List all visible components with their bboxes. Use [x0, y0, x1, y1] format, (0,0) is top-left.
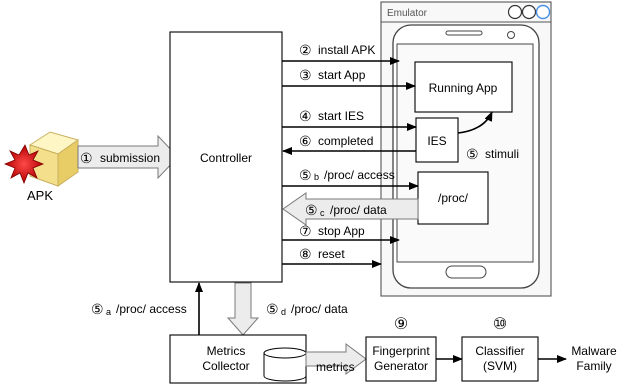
proc-access-a-label: /proc/ access — [116, 302, 187, 316]
apk-label: APK — [27, 188, 53, 203]
fingerprint-line1: Fingerprint — [372, 344, 430, 358]
running-app-box — [414, 61, 513, 113]
controller-label: Controller — [200, 151, 252, 165]
controller-box — [169, 31, 283, 283]
fingerprint-generator-box — [365, 336, 437, 382]
stop-app-number: ⑦ — [299, 223, 312, 239]
ies-box — [415, 117, 459, 163]
window-button-3[interactable] — [535, 4, 551, 20]
proc-access-b-number: ⑤ — [299, 167, 312, 183]
proc-access-a-number: ⑤ — [91, 301, 104, 317]
reset-label: reset — [318, 247, 345, 261]
phone-speaker — [445, 30, 483, 36]
start-ies-label: start IES — [318, 109, 364, 123]
proc-access-a-sub: a — [106, 307, 111, 317]
submission-arrow — [77, 134, 179, 180]
database-icon — [263, 347, 307, 382]
classifier-line2: (SVM) — [483, 359, 517, 373]
install-apk-number: ② — [299, 42, 312, 58]
emulator-title: Emulator — [387, 8, 428, 19]
fingerprint-number: ⑨ — [394, 316, 408, 333]
proc-data-c-number: ⑤ — [305, 202, 318, 218]
start-app-number: ③ — [299, 67, 312, 83]
completed-number: ⑥ — [299, 133, 312, 149]
metrics-arrow — [305, 343, 367, 375]
submission-number: ① — [80, 150, 93, 166]
proc-data-d-sub: d — [281, 307, 286, 317]
start-app-label: start App — [318, 68, 366, 82]
proc-access-b-sub: b — [314, 172, 319, 182]
completed-label: completed — [318, 134, 373, 148]
apk-icon — [3, 131, 80, 187]
phone-camera — [507, 31, 515, 39]
install-apk-label: install APK — [318, 43, 375, 57]
metrics-label: metrics — [316, 360, 355, 374]
window-button-1[interactable] — [507, 4, 523, 20]
metrics-collector-line1: Metrics — [207, 344, 246, 358]
ies-label: IES — [427, 134, 446, 148]
proc-box — [417, 171, 489, 225]
proc-access-b-label: /proc/ access — [324, 168, 395, 182]
stop-app-label: stop App — [318, 224, 365, 238]
proc-label: /proc/ — [438, 191, 469, 205]
stimuli-label: stimuli — [485, 147, 519, 161]
reset-number: ⑧ — [299, 246, 312, 262]
metrics-collector-line2: Collector — [202, 359, 249, 373]
malware-family-line1: Malware — [571, 344, 617, 358]
proc-data-c-sub: c — [320, 208, 325, 218]
classifier-box — [461, 336, 539, 382]
submission-label: submission — [100, 151, 160, 165]
phone-home-button[interactable] — [445, 265, 487, 279]
stimuli-arrow — [457, 111, 493, 134]
start-ies-number: ④ — [299, 108, 312, 124]
proc-data-c-label: /proc/ data — [330, 203, 387, 217]
classifier-line1: Classifier — [475, 344, 524, 358]
malware-family-line2: Family — [576, 359, 611, 373]
fingerprint-line2: Generator — [374, 359, 428, 373]
window-button-2[interactable] — [521, 4, 537, 20]
stimuli-number: ⑤ — [466, 146, 479, 162]
proc-data-d-label: /proc/ data — [291, 302, 348, 316]
proc-data-d-number: ⑤ — [266, 301, 279, 317]
classifier-number: ⑩ — [493, 316, 507, 333]
proc-data-c-arrow — [282, 192, 419, 226]
proc-data-d-arrow — [226, 282, 260, 336]
running-app-label: Running App — [429, 81, 498, 95]
malware-star-icon — [3, 144, 45, 185]
